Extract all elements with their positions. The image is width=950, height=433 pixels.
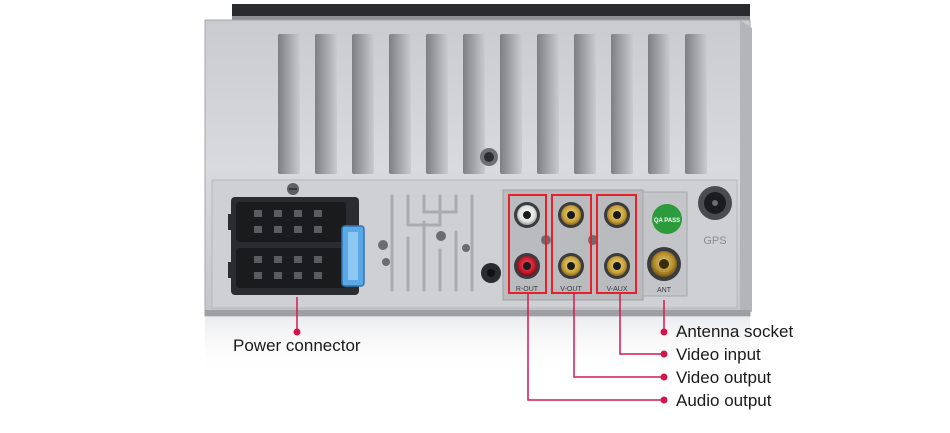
v-aux-label: V-AUX: [606, 286, 627, 293]
svg-text:QA PASS: QA PASS: [654, 218, 680, 224]
screw-icon: [378, 240, 388, 250]
rca-jack-red: [514, 253, 540, 279]
rca-jack-gold: [558, 202, 584, 228]
r-out-label: R-OUT: [516, 286, 539, 293]
rca-jack-gold: [558, 253, 584, 279]
embossed-pattern: [390, 194, 474, 292]
screw-icon: [382, 258, 390, 266]
callout-video-input: Video input: [676, 345, 761, 364]
rca-jack-gold: [604, 253, 630, 279]
heat-sink-fins: [278, 34, 707, 174]
gps-socket: [698, 186, 732, 220]
antenna-socket: [647, 247, 681, 281]
gps-label: GPS: [703, 235, 726, 247]
callout-power-connector: Power connector: [233, 336, 361, 355]
floor-reflection: [205, 317, 750, 377]
power-connector: [228, 183, 365, 295]
rca-jack-gold: [604, 202, 630, 228]
screw-icon: [462, 244, 470, 252]
screw-icon: [436, 231, 446, 241]
callout-dots: [293, 328, 668, 404]
callout-antenna-socket: Antenna socket: [676, 322, 794, 341]
top-cover: [232, 4, 750, 18]
callout-lines: [296, 293, 665, 401]
v-out-label: V-OUT: [560, 286, 582, 293]
rca-jack-white: [514, 202, 540, 228]
callout-audio-output: Audio output: [676, 391, 772, 410]
highlight-video-input: [596, 194, 637, 294]
ant-label: ANT: [657, 287, 672, 294]
callout-video-output: Video output: [676, 368, 772, 387]
highlight-video-output: [551, 194, 592, 294]
qc-badge: QA PASS: [652, 204, 682, 234]
